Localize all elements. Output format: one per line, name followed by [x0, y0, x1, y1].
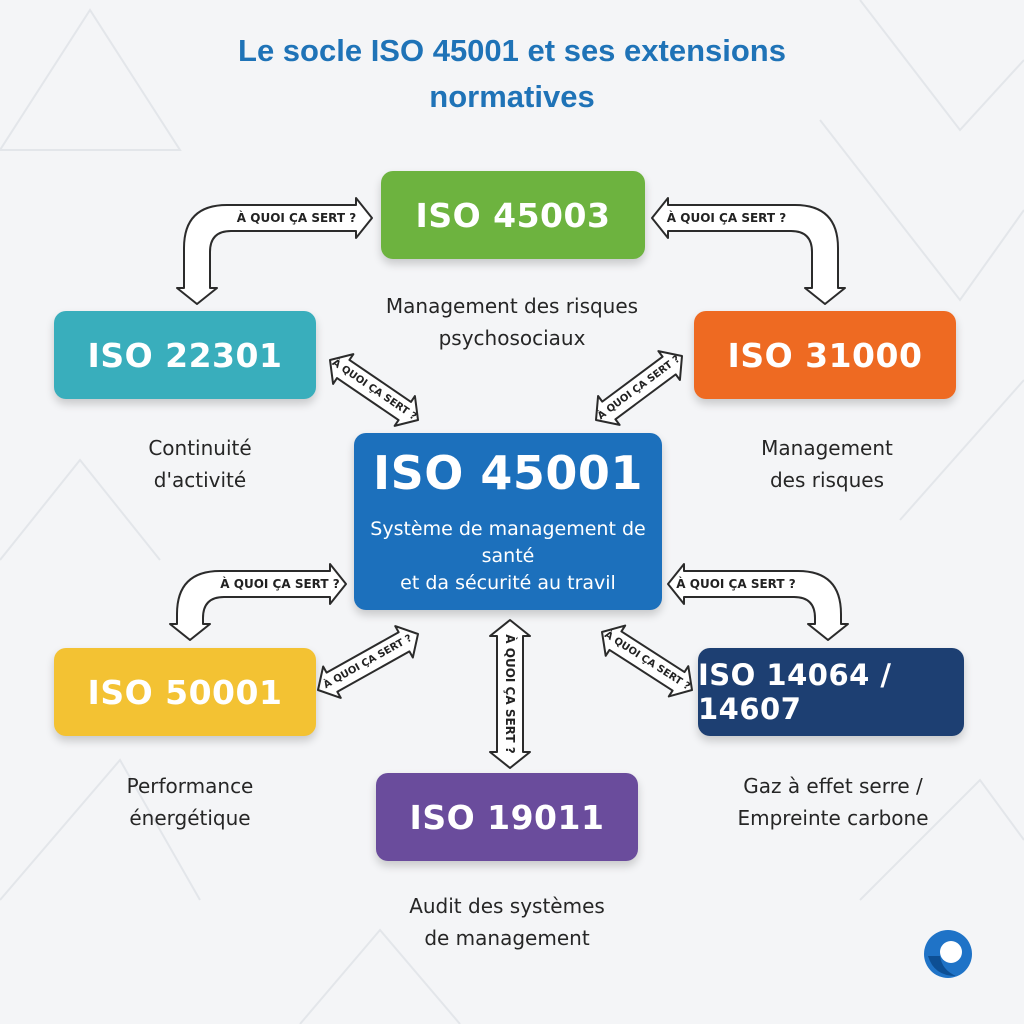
connector-45001-50001: À QUOI ÇA SERT ? — [169, 563, 347, 641]
diagram-title-line-2: normatives — [429, 79, 595, 114]
connector-22301-45001-label: À QUOI ÇA SERT ? — [330, 356, 420, 423]
node-iso-14064-14607-name: ISO 14064 / 14607 — [698, 658, 892, 726]
node-iso-14064-14607: ISO 14064 / 14607 — [698, 648, 964, 736]
node-iso-45001-name: ISO 45001 — [373, 446, 643, 500]
connector-45003-31000-label: À QUOI ÇA SERT ? — [667, 210, 786, 225]
node-iso-50001-name: ISO 50001 — [87, 672, 283, 712]
connector-45001-14064: À QUOI ÇA SERT ? — [667, 563, 849, 641]
node-iso-19011-name: ISO 19011 — [409, 797, 605, 837]
connector-45001-50001-label: À QUOI ÇA SERT ? — [220, 576, 339, 591]
node-iso-31000-name: ISO 31000 — [727, 335, 923, 375]
connector-45001-19011: À QUOI ÇA SERT ? — [489, 619, 531, 769]
diagram-title-line-1: Le socle ISO 45001 et ses extensions — [238, 33, 786, 68]
connector-45001-14064-label: À QUOI ÇA SERT ? — [676, 576, 795, 591]
circular-swirl-logo-icon — [924, 930, 972, 978]
node-iso-19011: ISO 19011 — [376, 773, 638, 861]
connector-31000-45001-label: À QUOI ÇA SERT ? — [595, 352, 683, 422]
connector-45001-50001-diagonal: À QUOI ÇA SERT ? — [317, 625, 419, 699]
node-iso-31000-description: Management des risques — [761, 436, 893, 492]
node-iso-31000: ISO 31000 — [694, 311, 956, 399]
connector-45001-50001-diagonal-label: À QUOI ÇA SERT ? — [321, 631, 414, 691]
node-iso-45001-subtitle: Système de management de santé et da séc… — [370, 518, 646, 594]
node-iso-22301: ISO 22301 — [54, 311, 316, 399]
node-iso-45003-description: Management des risques psychosociaux — [385, 294, 639, 350]
connector-45003-31000: À QUOI ÇA SERT ? — [651, 197, 846, 305]
connector-45003-22301-label: À QUOI ÇA SERT ? — [237, 210, 356, 225]
node-iso-22301-name: ISO 22301 — [87, 335, 283, 375]
connector-45001-14064-diagonal-label: À QUOI ÇA SERT ? — [602, 628, 693, 693]
node-iso-50001: ISO 50001 — [54, 648, 316, 736]
node-iso-45003-name: ISO 45003 — [415, 195, 611, 235]
node-iso-50001-description: Performance énergétique — [126, 774, 254, 830]
connector-45003-22301: À QUOI ÇA SERT ? — [176, 197, 373, 305]
node-iso-19011-description: Audit des systèmes de management — [409, 894, 605, 950]
node-iso-14064-14607-description: Gaz à effet serre / Empreinte carbone — [737, 774, 929, 830]
node-iso-45001-center: ISO 45001 Système de management de santé… — [354, 433, 662, 610]
connector-45001-14064-diagonal: À QUOI ÇA SERT ? — [601, 624, 693, 698]
connector-22301-45001: À QUOI ÇA SERT ? — [329, 353, 420, 427]
connector-31000-45001: À QUOI ÇA SERT ? — [595, 350, 683, 426]
node-iso-22301-description: Continuité d'activité — [148, 436, 252, 492]
connector-45001-19011-label: À QUOI ÇA SERT ? — [503, 634, 518, 753]
node-iso-45003: ISO 45003 — [381, 171, 645, 259]
